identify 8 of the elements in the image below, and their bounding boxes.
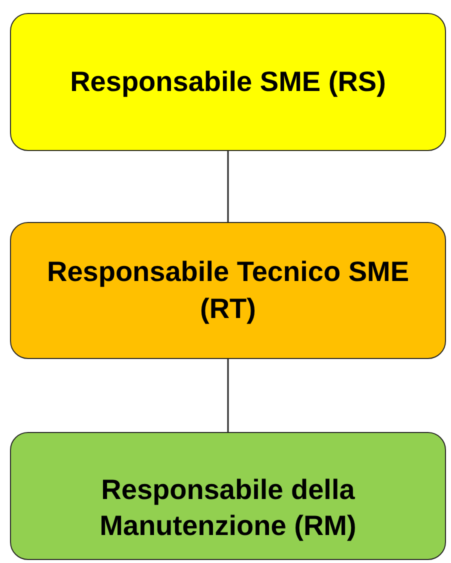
role-title: Responsabile della Manutenzione (RM) bbox=[98, 472, 358, 543]
role-title: Responsabile Tecnico SME (RT) bbox=[46, 255, 410, 326]
connector-line bbox=[227, 359, 229, 432]
role-box bbox=[10, 13, 446, 151]
connector-line bbox=[227, 151, 229, 222]
role-box bbox=[10, 222, 446, 359]
role-title: Responsabile SME (RS) bbox=[70, 64, 386, 99]
role-box bbox=[10, 432, 446, 560]
